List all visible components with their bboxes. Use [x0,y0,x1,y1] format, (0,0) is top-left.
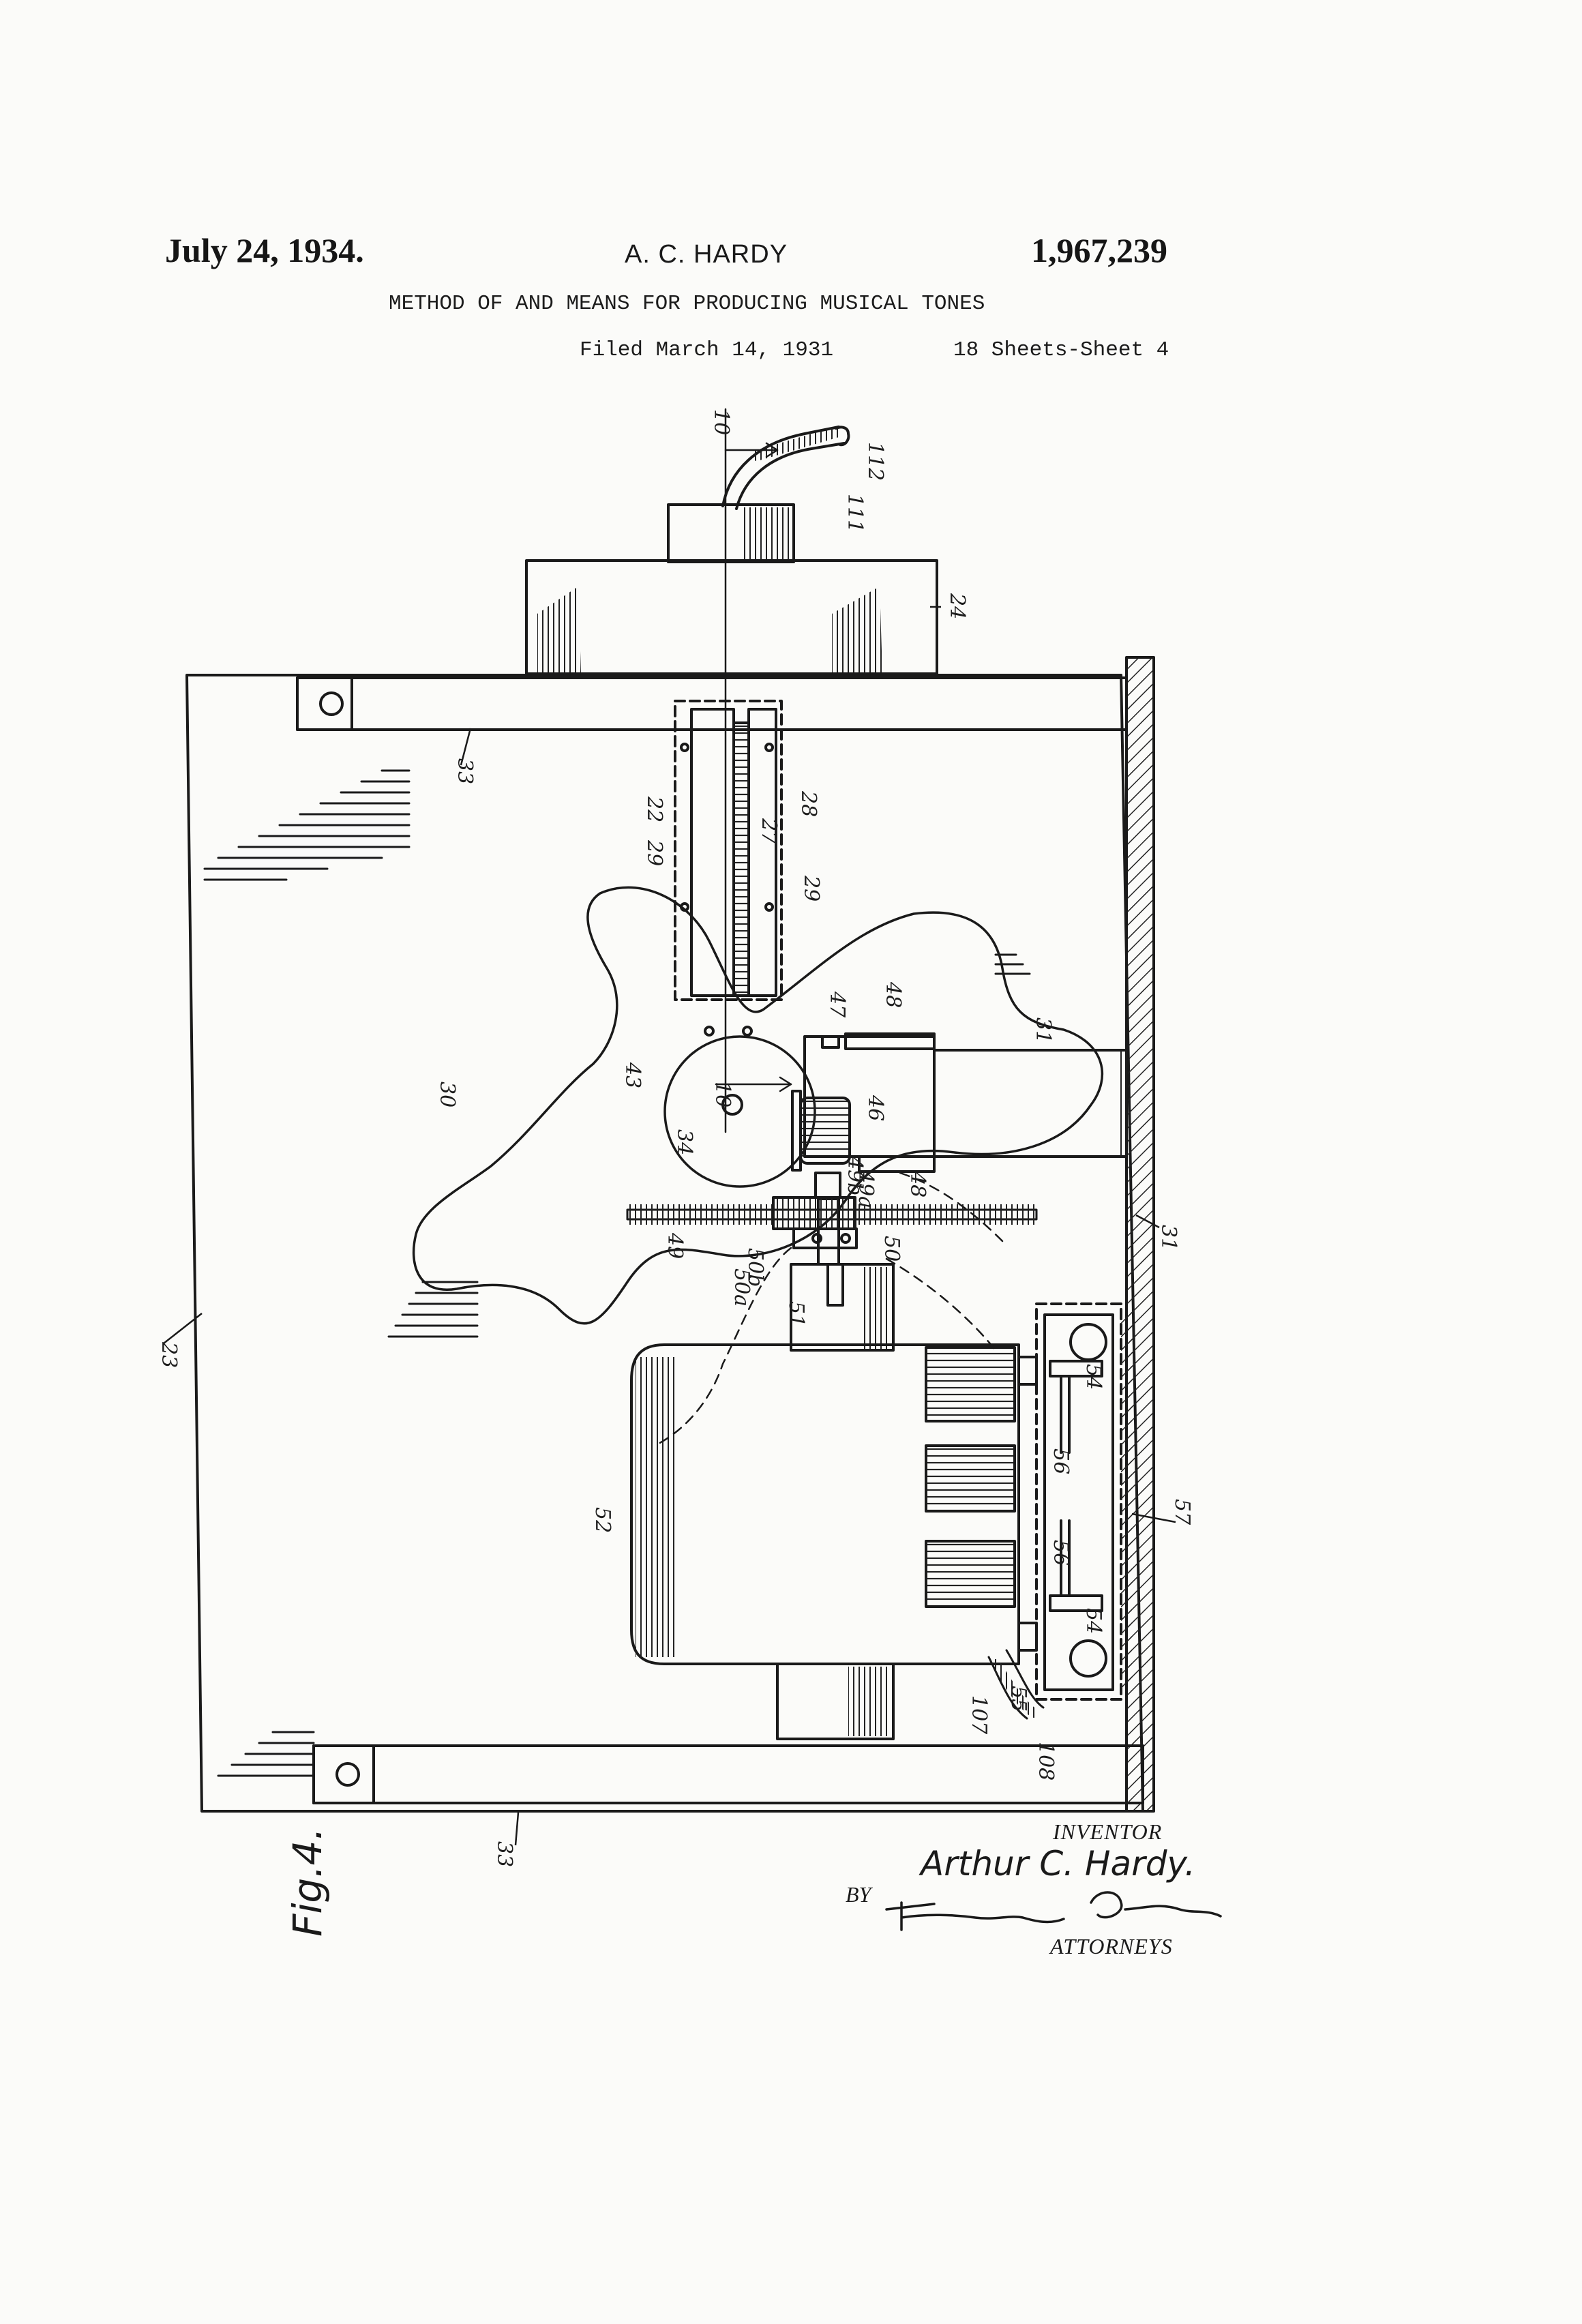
rail-33-top [296,676,1128,731]
ref-label: 22 [642,796,666,822]
coil-46 [791,1090,851,1172]
ref-label: 49b [843,1156,867,1195]
ref-label: 30 [435,1082,459,1107]
ref-label: 27 [757,818,781,845]
part-34 [721,1094,743,1116]
ref-label: 56 [1049,1540,1073,1566]
ref-label: 10 [709,409,733,435]
by-label: BY [846,1882,871,1907]
gear-49 [626,1196,1038,1230]
ref-label: 111 [843,494,867,533]
ref-label: 107 [967,1695,991,1735]
coupling-51 [790,1263,895,1352]
slide-assembly [674,700,783,1037]
ref-label: 48 [906,1171,929,1197]
ref-label: 43 [621,1062,644,1088]
inventor-signature: Arthur C. Hardy. [921,1844,1196,1883]
ref-label: 31 [1156,1225,1180,1251]
ref-label: 51 [784,1301,808,1327]
ref-label: 50a [730,1268,753,1307]
gear-50 [792,1227,858,1249]
housing-24 [525,503,938,675]
ref-label: 49a [854,1170,878,1208]
ref-label: 50 [880,1236,904,1262]
attorney-signature [885,1891,1222,1931]
ref-label: 108 [1034,1742,1058,1781]
ref-label: 31 [1031,1017,1055,1043]
filed-date: Filed March 14, 1931 [580,338,834,362]
floor-57 [1121,1309,1132,1691]
attorneys-caption: ATTORNEYS [1050,1934,1173,1958]
ref-label: 48 [881,981,905,1008]
frame-31 [803,1035,1126,1158]
cable-111-112 [721,426,850,510]
ref-label: 34 [672,1129,696,1155]
ref-label: 10 [711,1082,734,1107]
ref-label: 49 [663,1232,687,1259]
mount-56-57 [1035,1302,1122,1701]
leader-lines [163,606,1176,1846]
cable-107-108 [987,1649,1045,1720]
patent-number: 1,967,239 [1031,231,1167,269]
rail-33-bottom [312,1744,1144,1804]
ref-label: 55 [1006,1686,1030,1712]
patent-title: METHOD OF AND MEANS FOR PRODUCING MUSICA… [389,292,985,316]
ref-label: 57 [1170,1499,1194,1525]
ref-label: 52 [591,1507,614,1533]
part-47 [821,1035,840,1049]
ref-label: 29 [642,839,666,866]
ref-label: 29 [799,875,823,902]
shading-marks [203,769,1031,1777]
sheet-count: 18 Sheets-Sheet 4 [953,338,1169,362]
reference-numerals: 10 111 112 24 33 22 28 29 27 29 47 48 31… [157,409,1194,1867]
ref-label: 33 [492,1841,516,1867]
inventor-caption: INVENTOR [1053,1819,1163,1844]
ref-label: 23 [157,1341,181,1368]
plate-48 [844,1032,936,1173]
ref-label: 50b [743,1248,767,1287]
inventor-header: A. C. HARDY [625,240,788,269]
ref-label: 33 [453,758,477,784]
section-line-10-inner [715,1076,792,1092]
ref-label: 56 [1049,1448,1073,1474]
dashed-lines [653,1172,1004,1447]
motor-52 [630,1343,1038,1740]
patent-date: July 24, 1934. [165,231,364,269]
ref-label: 112 [863,442,887,481]
ref-label: 46 [863,1094,887,1121]
ref-label: 24 [945,593,969,619]
ref-label: 28 [796,790,820,817]
ref-label: 54 [1081,1608,1105,1634]
ref-label: 54 [1081,1364,1105,1390]
ref-label: 47 [825,991,849,1018]
section-line-10 [724,408,779,1133]
figure-label: Fig.4. [284,1827,331,1937]
